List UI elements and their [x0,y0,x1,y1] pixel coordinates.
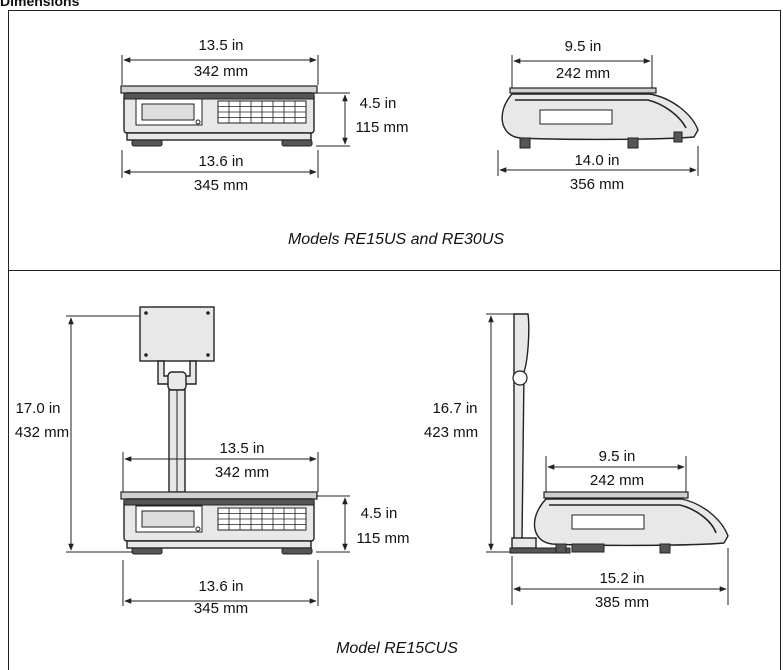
top-front-width-bottom-mm: 345 mm [194,177,248,194]
top-front-height-mm: 115 mm [355,119,408,136]
top-front-width-top-in: 13.5 in [198,37,243,54]
bottom-side-platter-in: 9.5 in [599,448,636,465]
bottom-front-width-bottom-mm: 345 mm [194,600,248,617]
bottom-side-overall-height-in: 16.7 in [432,400,477,417]
page-title: Dimensions [0,0,80,9]
bottom-front-width-top-mm: 342 mm [215,464,269,481]
top-side-platter-in: 9.5 in [565,38,602,55]
panel-model-re15cus [8,270,781,670]
top-front-width-bottom-in: 13.6 in [198,153,243,170]
bottom-front-height-mm: 115 mm [356,530,409,547]
top-side-platter-mm: 242 mm [556,65,610,82]
bottom-caption: Model RE15CUS [336,640,458,657]
bottom-side-view [486,313,729,605]
top-caption: Models RE15US and RE30US [288,231,504,248]
bottom-front-overall-height-in: 17.0 in [15,400,60,417]
bottom-front-width-top-in: 13.5 in [219,440,264,457]
top-front-width-top-mm: 342 mm [194,63,248,80]
top-side-depth-mm: 356 mm [570,176,624,193]
bottom-side-platter-mm: 242 mm [590,472,644,489]
bottom-front-view [66,306,350,606]
bottom-side-depth-in: 15.2 in [599,570,644,587]
top-side-depth-in: 14.0 in [574,152,619,169]
bottom-side-depth-mm: 385 mm [595,594,649,611]
bottom-front-width-bottom-in: 13.6 in [198,578,243,595]
top-front-view [120,55,350,178]
bottom-side-overall-height-mm: 423 mm [424,424,478,441]
bottom-front-height-in: 4.5 in [361,505,398,522]
top-side-view [497,55,699,176]
bottom-front-overall-height-mm: 432 mm [15,424,69,441]
top-front-height-in: 4.5 in [360,95,397,112]
